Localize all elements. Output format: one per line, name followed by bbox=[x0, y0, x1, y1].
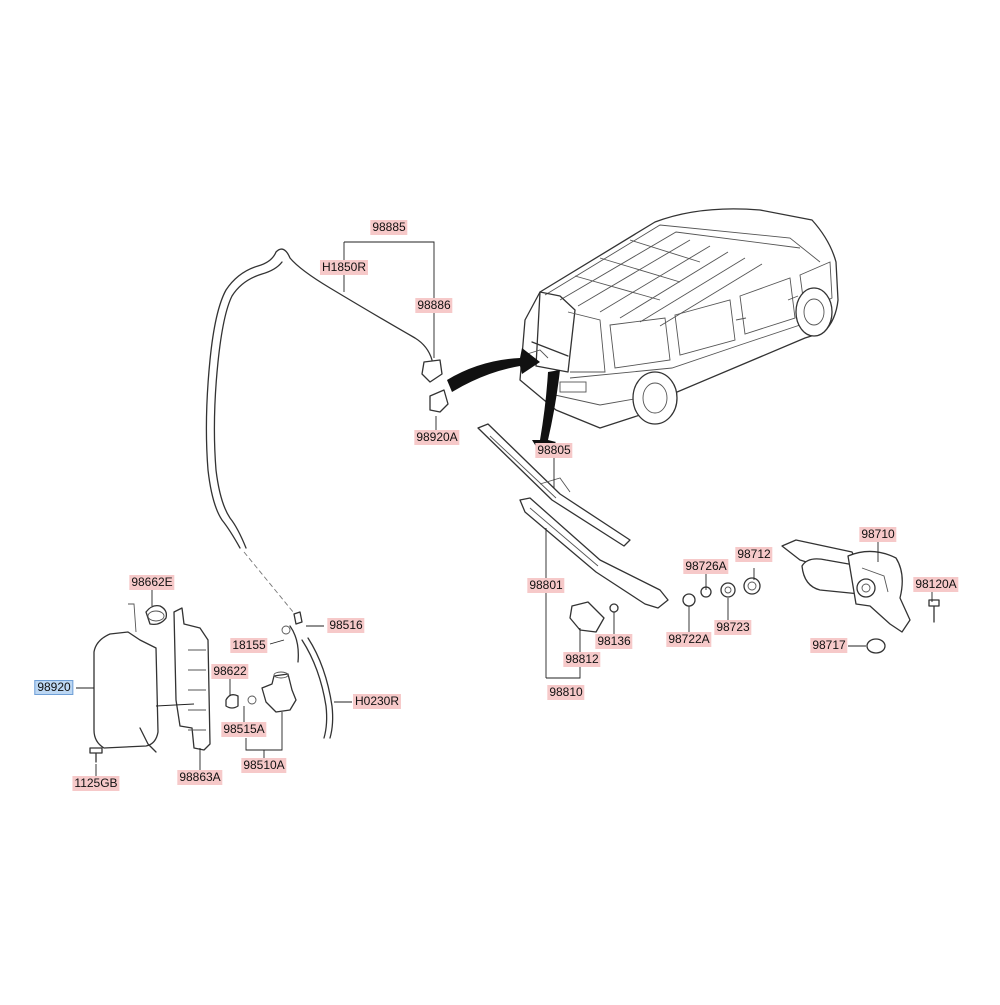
label-98863A[interactable]: 98863A bbox=[177, 770, 223, 785]
label-98810[interactable]: 98810 bbox=[547, 685, 585, 700]
label-98920[interactable]: 98920 bbox=[34, 680, 74, 695]
label-98886[interactable]: 98886 bbox=[415, 298, 453, 313]
label-H1850R[interactable]: H1850R bbox=[319, 260, 369, 275]
vehicle-illustration bbox=[519, 208, 839, 429]
washer-hose-upper bbox=[205, 248, 449, 549]
washer-pump bbox=[261, 671, 297, 713]
label-98920A[interactable]: 98920A bbox=[414, 430, 460, 445]
wiper-motor bbox=[781, 539, 911, 633]
label-1125GB[interactable]: 1125GB bbox=[72, 776, 120, 791]
washer-reservoir bbox=[93, 603, 168, 753]
label-98805[interactable]: 98805 bbox=[535, 443, 573, 458]
label-98510A[interactable]: 98510A bbox=[241, 758, 287, 773]
label-98516[interactable]: 98516 bbox=[327, 618, 365, 633]
label-98136[interactable]: 98136 bbox=[595, 634, 633, 649]
label-98885[interactable]: 98885 bbox=[370, 220, 408, 235]
wiper-blade-arm bbox=[477, 423, 669, 633]
label-98712[interactable]: 98712 bbox=[735, 547, 773, 562]
label-98726A[interactable]: 98726A bbox=[683, 559, 729, 574]
label-98722A[interactable]: 98722A bbox=[666, 632, 712, 647]
label-98622[interactable]: 98622 bbox=[211, 664, 249, 679]
label-98723[interactable]: 98723 bbox=[714, 620, 752, 635]
label-98710[interactable]: 98710 bbox=[859, 527, 897, 542]
leader-lines bbox=[76, 241, 933, 776]
label-98662E[interactable]: 98662E bbox=[129, 575, 175, 590]
callout-arrow-wiper bbox=[532, 370, 560, 456]
label-18155[interactable]: 18155 bbox=[230, 638, 268, 653]
label-98515A[interactable]: 98515A bbox=[221, 722, 267, 737]
label-98120A[interactable]: 98120A bbox=[913, 577, 959, 592]
label-98812[interactable]: 98812 bbox=[563, 652, 601, 667]
reservoir-bracket bbox=[173, 607, 211, 751]
label-98717[interactable]: 98717 bbox=[810, 638, 848, 653]
label-98801[interactable]: 98801 bbox=[527, 578, 565, 593]
label-H0230R[interactable]: H0230R bbox=[352, 694, 402, 709]
callout-arrow-washer bbox=[447, 348, 540, 392]
